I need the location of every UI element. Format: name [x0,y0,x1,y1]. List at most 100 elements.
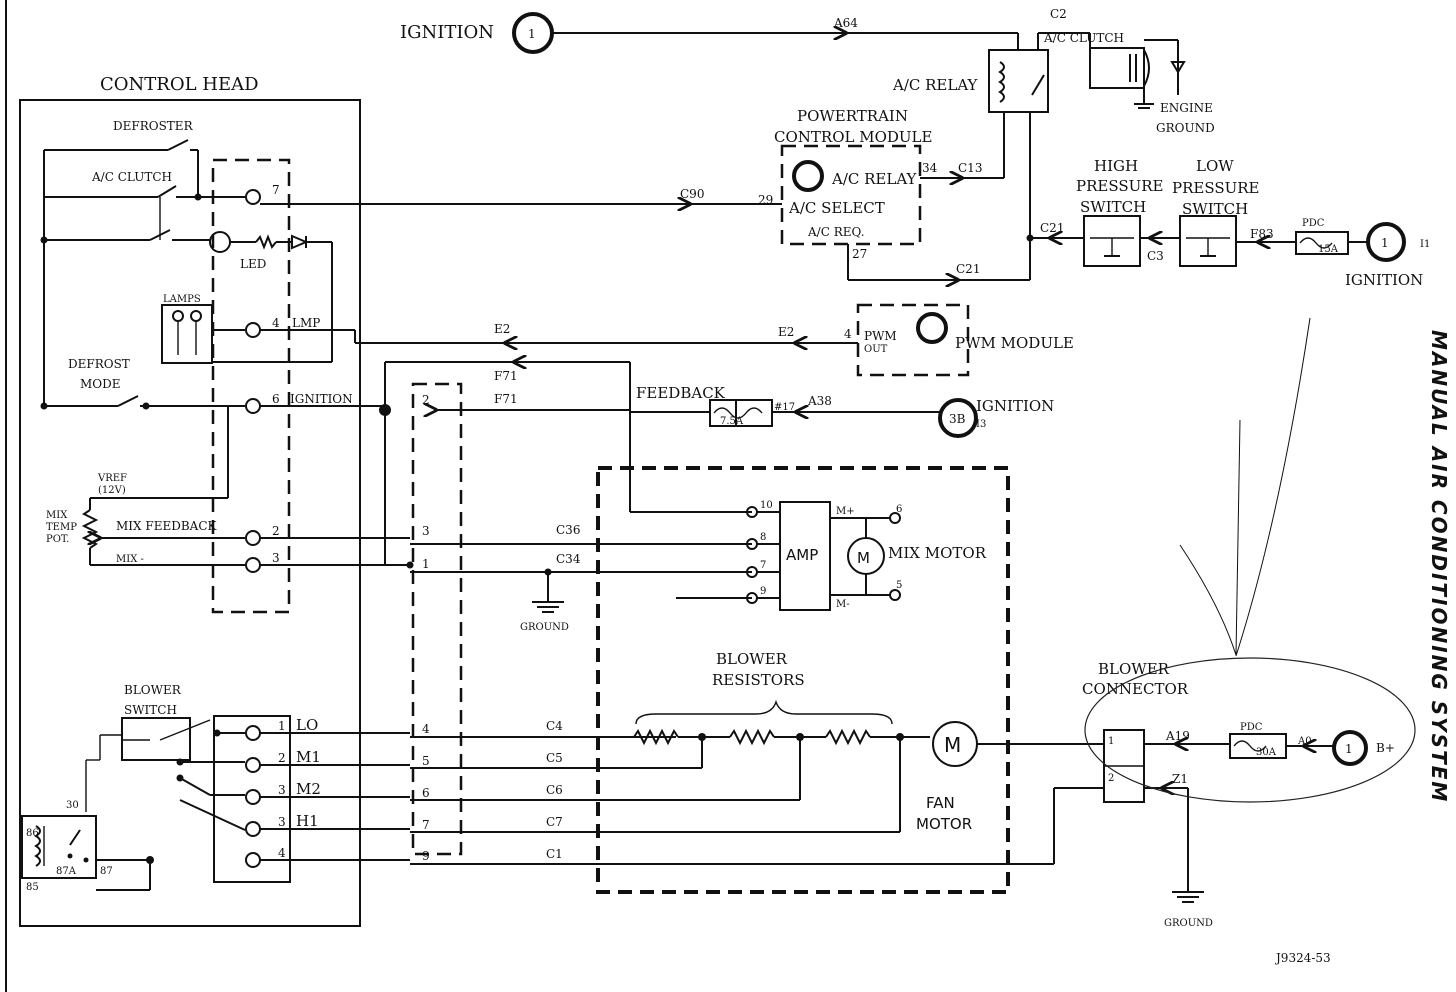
c21-label: C21 [1040,221,1064,235]
speed-h1: H1 [296,812,319,830]
conn-pin-6: 6 [422,786,430,800]
pcm: POWERTRAIN CONTROL MODULE A/C RELAY A/C … [260,107,1031,280]
lamp-bulb-icon [172,310,184,322]
a19-label: A19 [1165,729,1190,743]
control-head: CONTROL HEAD DEFROSTER A/C CLUTCH 7 L [19,74,410,927]
control-head-title: CONTROL HEAD [100,74,259,95]
hvac-housing: 10 8 7 9 AMP M+ M- M MIX MOTOR 6 5 BLOWE… [596,466,1104,894]
motor-pin-5: 5 [896,580,902,591]
low-pressure-label: PRESSURE [1172,179,1260,197]
amp-pin-7: 7 [760,560,766,571]
f71-label-a: F71 [494,369,518,383]
engine-label: ENGINE [1160,101,1213,115]
hvac-ground-label: GROUND [520,622,569,633]
relay-87: 87 [100,866,113,877]
c6-label: C6 [546,783,563,797]
feedback-label: FEEDBACK [636,384,726,402]
relay-85: 85 [26,882,39,893]
mix-motor-label: MIX MOTOR [888,544,987,562]
speed-lo: LO [296,716,318,734]
feedback-circuit: F71 FEEDBACK 7.5A #17 A38 3B IGNITION I3 [379,362,1054,569]
defroster-label: DEFROSTER [113,119,194,133]
conn-pin-5: 5 [422,754,430,768]
mix-label: MIX [46,510,68,521]
motor-label: MOTOR [916,815,972,833]
pin-2 [245,530,261,546]
pcm-ac-select: A/C SELECT [788,199,885,217]
blower-resistors-label-1: BLOWER [716,650,788,668]
blower-connector-label-2: CONNECTOR [1082,680,1189,698]
ign-num-3b: 3B [949,412,966,426]
f83-label: F83 [1250,227,1274,241]
speed-m2: M2 [296,780,321,798]
c5-label: C5 [546,751,563,765]
blower-relay [21,815,97,879]
bc-pdc-label: PDC [1240,722,1263,733]
relay-coil-icon [34,825,41,867]
amp-pin-10: 10 [760,500,773,511]
fan-label: FAN [926,794,955,812]
ac-clutch-switch [157,185,177,198]
fuse-icon [713,407,763,419]
pwm-out-label: OUT [864,344,888,355]
ac-clutch-switch-label: A/C CLUTCH [91,170,172,184]
high-label: HIGH [1094,157,1138,175]
pwm-module-label: PWM MODULE [955,334,1074,352]
lamps-box [161,304,213,364]
pressure-switches: C21 HIGH PRESSURE SWITCH C3 LOW PRESSURE… [1026,157,1430,289]
c2-label: C2 [1050,7,1067,21]
e2-label-b: E2 [778,325,794,339]
conn-pin-3: 3 [422,524,430,538]
speed-m1: M1 [296,748,321,766]
blower-resistors-label-2: RESISTORS [712,671,805,689]
ignition-terminal-i1 [1366,222,1406,262]
amp-box [779,501,831,611]
pot-label: POT. [46,534,69,545]
motor-pin-6: 6 [896,504,902,515]
blower-label: BLOWER [124,683,182,697]
blower-connector: BLOWER CONNECTOR 1 2 A19 PDC 30A A0 1 B+… [1082,660,1395,929]
pin-label-6: 6 [272,392,280,406]
z1-label: Z1 [1172,772,1188,786]
diode-icon [1170,61,1186,74]
conn-pin-4: 4 [422,722,430,736]
fuse-7.5a-label: 7.5A [720,416,744,427]
i3-label: I3 [976,419,986,430]
ignition-i1-label: IGNITION [1345,271,1423,289]
relay-30: 30 [66,800,79,811]
mix-motor-icon [847,537,885,575]
fan-motor-m: M [944,733,961,757]
mix-pot-icon [81,509,99,549]
ign-num-i1: 1 [1381,236,1389,250]
conn-pin-9: 9 [422,849,430,863]
ac-clutch [1089,47,1145,89]
mminus-label: M- [836,599,850,610]
conn-pin-7: 7 [422,818,430,832]
defrost-label: DEFROST [68,357,130,371]
control-head-box [19,99,361,927]
bc-pin-1: 1 [1108,736,1114,747]
pin-label-2: 2 [272,524,280,538]
blower-connector-label-1: BLOWER [1098,660,1170,678]
fuse-icon [1233,740,1267,752]
amp-label: AMP [786,546,818,564]
bpin-4: 4 [278,846,286,860]
lamp-bulb-icon [190,310,202,322]
switch-label: SWITCH [124,703,177,717]
pin-4 [245,322,261,338]
pcm-icon [792,160,824,192]
pwm-label: PWM [864,329,897,343]
engine-ground-label: GROUND [1156,121,1215,135]
bplus-label: B+ [1376,741,1395,755]
top-section: IGNITION 1 A64 A/C RELAY C2 A/C CLUTCH E… [400,7,1215,135]
c36-label: C36 [556,523,580,537]
conn-pin-2: 2 [422,393,430,407]
a64-label: A64 [833,16,858,30]
hvac-box [596,466,1010,894]
handdrawn-annotation [1084,317,1416,803]
pin-6 [245,398,261,414]
pcm-title-2: CONTROL MODULE [774,128,932,146]
mode-label: MODE [80,377,121,391]
diagram-title: MANUAL AIR CONDITIONING SYSTEM [1427,330,1451,803]
bpin-3: 3 [278,783,286,797]
